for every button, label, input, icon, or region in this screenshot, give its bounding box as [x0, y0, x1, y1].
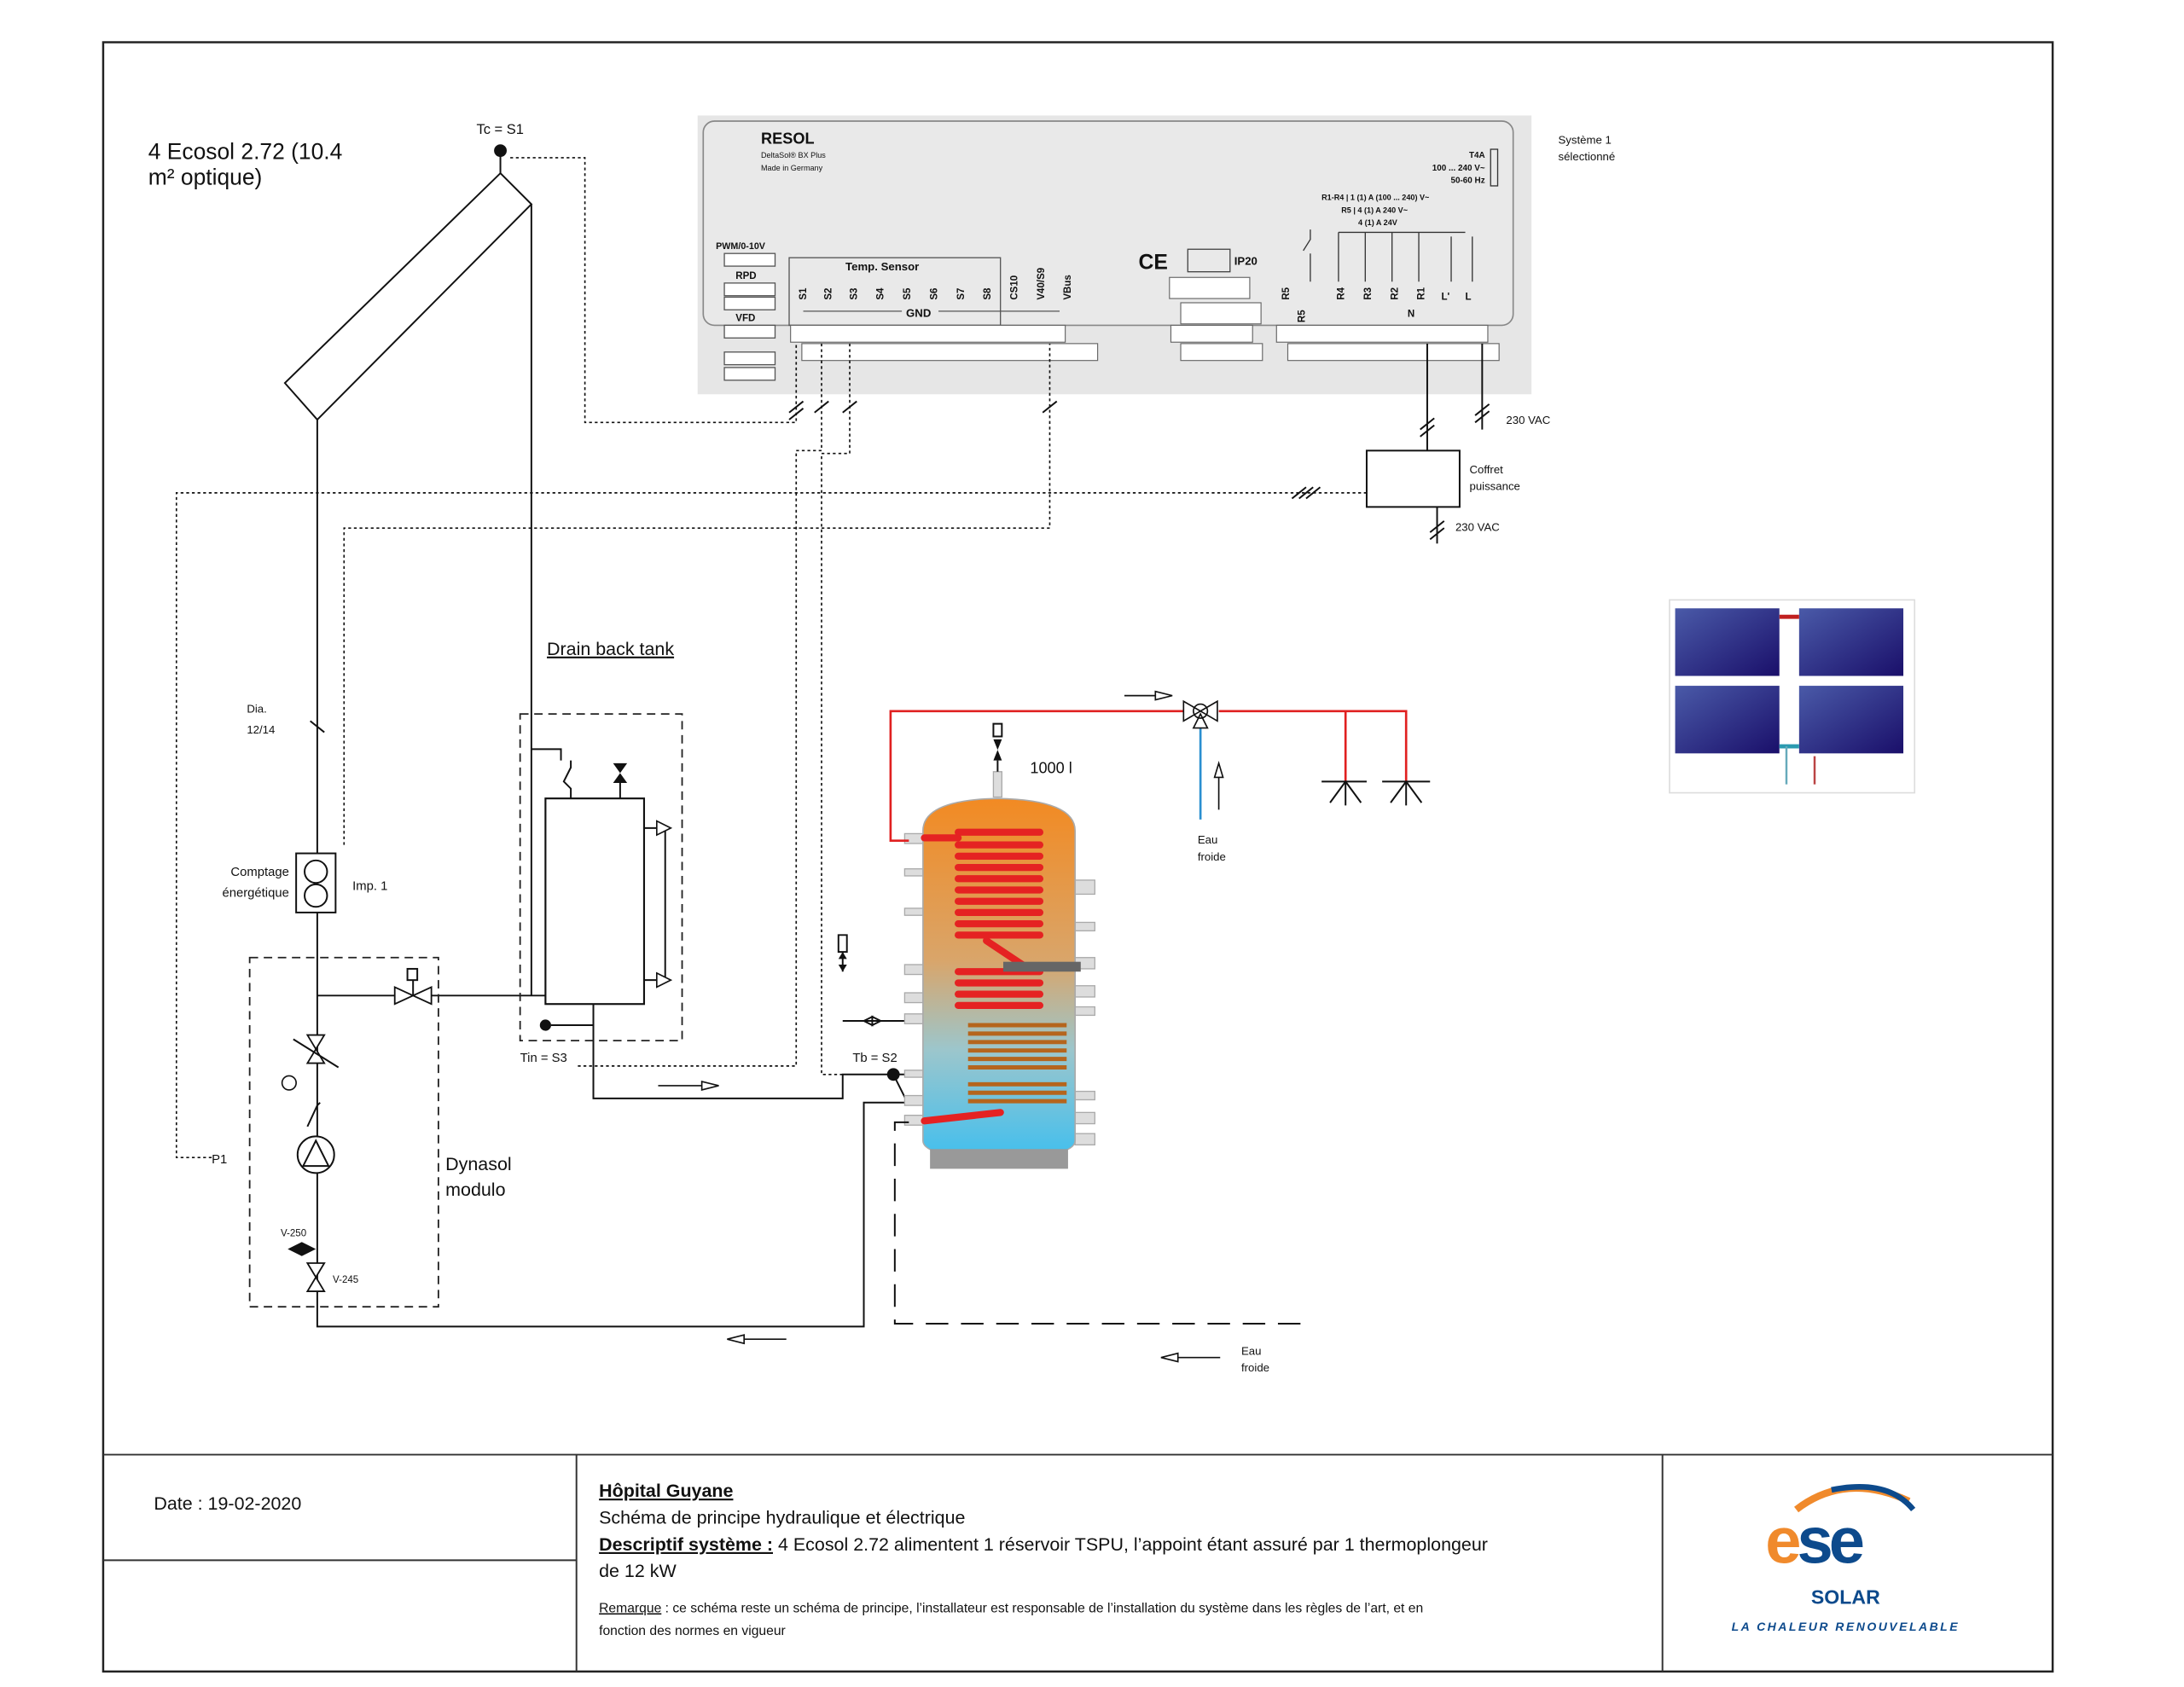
system-description: Descriptif système : 4 Ecosol 2.72 alime… [599, 1534, 1488, 1555]
collector-title-2: m² optique) [148, 164, 263, 189]
p1-label: P1 [212, 1153, 227, 1167]
collector-title: 4 Ecosol 2.72 (10.4 [148, 139, 343, 165]
dynasol-label-1: Dynasol [445, 1154, 512, 1174]
ce-mark: CE [1138, 251, 1167, 274]
storage-tank-1000l [903, 722, 1095, 1169]
freq-label: 50-60 Hz [1451, 177, 1485, 186]
vac-top-label: 230 VAC [1506, 414, 1550, 426]
ese-solar-logo: ese SOLAR LA CHALEUR RENOUVELABLE [1732, 1484, 1960, 1633]
terminal-r1: R1 [1417, 287, 1427, 299]
page-frame [102, 41, 2054, 1673]
project-title: Hôpital Guyane [599, 1481, 733, 1501]
cold-water-label-4: froide [1241, 1361, 1269, 1374]
tb-label: Tb = S2 [852, 1052, 897, 1065]
terminal-s8: S8 [983, 287, 993, 300]
terminal-l: L [1466, 293, 1472, 303]
terminal-s5: S5 [903, 287, 913, 300]
logo-mark: ese [1765, 1505, 1863, 1578]
terminal-r3: R3 [1363, 287, 1374, 300]
power-box [1365, 449, 1461, 508]
temp-sensor-label: Temp. Sensor [845, 260, 919, 273]
terminal-s1: S1 [799, 287, 809, 300]
date-label: Date : 19-02-2020 [154, 1493, 301, 1514]
terminal-s3: S3 [849, 288, 859, 300]
port-rpd: RPD [735, 271, 756, 281]
cold-water-label-2: froide [1198, 850, 1226, 863]
sensor-tb [886, 1068, 900, 1081]
system-description-2: de 12 kW [599, 1561, 677, 1581]
tin-label: Tin = S3 [520, 1052, 567, 1065]
controller-resol: RESOL DeltaSol® BX Plus Made in Germany … [697, 115, 1532, 395]
title-block [102, 1453, 2053, 1672]
remark: Remarque : ce schéma reste un schéma de … [599, 1601, 1423, 1615]
relay-spec-1: R1-R4 | 1 (1) A (100 ... 240) V~ [1321, 193, 1429, 201]
terminal-l-prime: L' [1441, 293, 1449, 303]
terminal-r2: R2 [1390, 287, 1400, 300]
port-vfd: VFD [735, 313, 755, 323]
hot-water-loop [889, 699, 1431, 843]
v250-label: V-250 [281, 1229, 306, 1239]
remark-2: fonction des normes en vigueur [599, 1624, 786, 1638]
relay-spec-2: R5 | 4 (1) A 240 V~ [1341, 206, 1408, 214]
fuse-label: T4A [1469, 151, 1485, 160]
description-label: Descriptif système : [599, 1534, 773, 1555]
port-pwm: PWM/0-10V [716, 241, 766, 252]
terminal-cs10: CS10 [1009, 275, 1019, 300]
vac-bottom-label: 230 VAC [1455, 520, 1500, 533]
description-text: 4 Ecosol 2.72 alimentent 1 réservoir TSP… [773, 1534, 1488, 1555]
system-selected-2: sélectionné [1559, 150, 1616, 163]
power-box-label-1: Coffret [1469, 463, 1503, 476]
terminal-r4: R4 [1337, 287, 1347, 299]
dynasol-components [281, 967, 433, 1292]
power-box-label-2: puissance [1469, 480, 1519, 493]
v245-label: V-245 [333, 1275, 358, 1285]
drain-back-box [519, 713, 683, 1042]
volume-label: 1000 l [1030, 759, 1072, 776]
terminal-s2: S2 [824, 288, 834, 300]
collector-array-image [1669, 599, 1916, 794]
terminal-s4: S4 [876, 287, 886, 300]
project-subtitle: Schéma de principe hydraulique et électr… [599, 1507, 965, 1528]
solar-loop-piping [310, 204, 909, 1328]
logo-tagline: LA CHALEUR RENOUVELABLE [1732, 1620, 1960, 1633]
cold-water-label-1: Eau [1198, 833, 1217, 846]
system-selected-1: Système 1 [1559, 133, 1612, 146]
dynasol-label-2: modulo [445, 1180, 505, 1200]
controller-origin: Made in Germany [761, 164, 823, 172]
neutral-label: N [1408, 309, 1414, 319]
sensor-tc-label: Tc = S1 [476, 122, 524, 137]
imp-label: Imp. 1 [352, 879, 387, 893]
drain-back-tank [539, 760, 673, 1031]
terminal-vbus: VBus [1063, 275, 1073, 300]
logo-solar: SOLAR [1811, 1586, 1880, 1609]
controller-model: DeltaSol® BX Plus [761, 151, 826, 159]
solar-collector [283, 144, 533, 421]
ip-rating: IP20 [1234, 254, 1258, 267]
terminal-s6: S6 [929, 288, 939, 300]
gnd-label: GND [906, 306, 931, 319]
terminal-v40: V40/S9 [1037, 268, 1047, 300]
terminal-s7: S7 [956, 288, 967, 300]
meter-label-1: Comptage [230, 866, 289, 879]
drain-back-label: Drain back tank [547, 639, 674, 659]
dynasol-module-box [248, 956, 439, 1308]
terminal-r5: R5 [1281, 287, 1292, 299]
dia-label-1: Dia. [247, 702, 266, 715]
remark-text: : ce schéma reste un schéma de principe,… [661, 1601, 1423, 1615]
meter-label-2: énergétique [222, 887, 288, 901]
pump-icon [296, 1135, 335, 1174]
terminal-r5-lower: R5 [1297, 310, 1307, 322]
dia-label-2: 12/14 [247, 723, 275, 736]
energy-meter [295, 852, 337, 913]
cold-water-label-3: Eau [1241, 1344, 1261, 1357]
controller-brand: RESOL [761, 130, 815, 147]
cold-water-inlet [893, 1121, 1310, 1325]
sensor-tc [494, 144, 507, 158]
flow-arrows [658, 690, 1224, 1363]
voltage-label: 100 ... 240 V~ [1432, 164, 1485, 173]
sensor-wiring [175, 157, 1367, 1159]
remark-label: Remarque [599, 1601, 661, 1615]
relay-spec-3: 4 (1) A 24V [1358, 218, 1397, 227]
